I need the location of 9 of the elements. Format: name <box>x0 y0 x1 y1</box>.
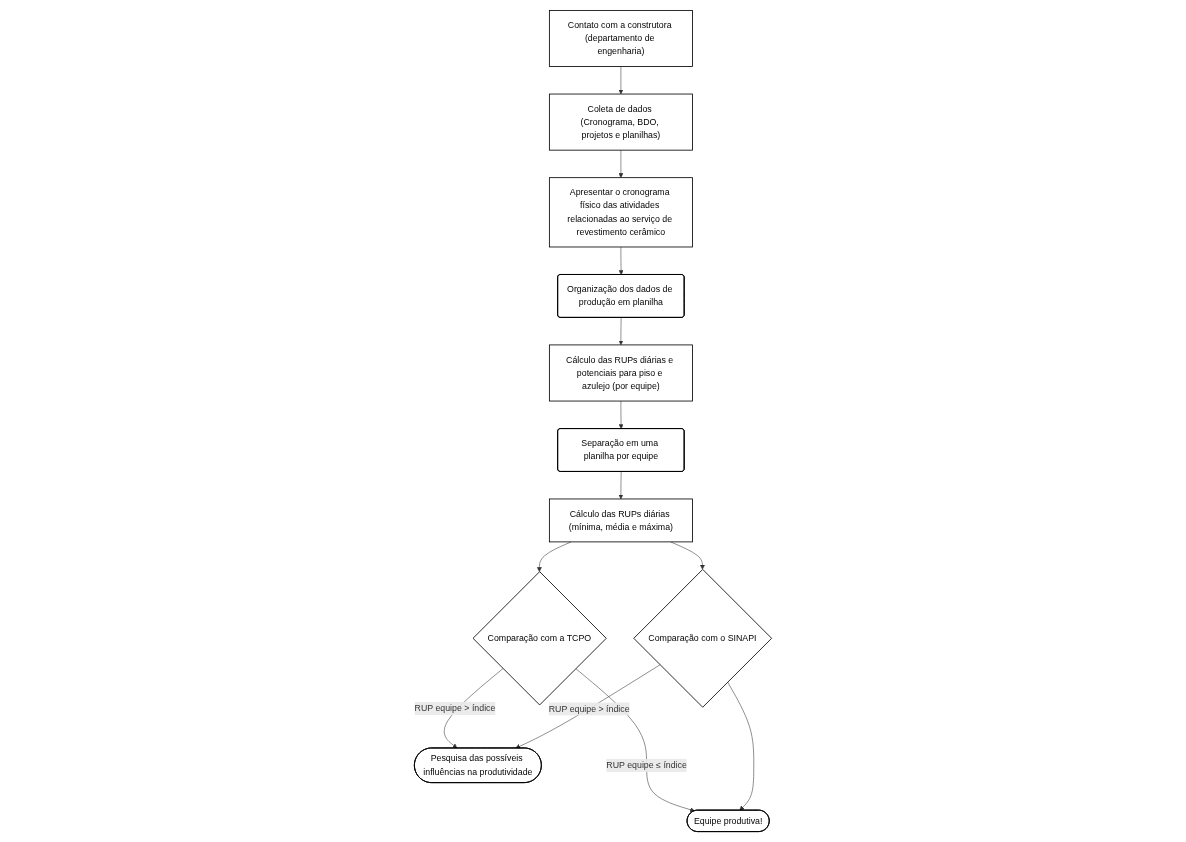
edge-label: RUP equipe ≤ índice <box>606 760 687 770</box>
node-box: Cálculo das RUPs diárias e potenciais para piso e azulejo (por equipe) <box>548 344 693 402</box>
node-box: Apresentar o cronograma físico das atividades relacionadas ao serviço de revestimento cerâmico <box>548 177 693 248</box>
node-box: Contato com a construtora (departamento de engenharia) <box>548 10 693 67</box>
node-box: Cálculo das RUPs diárias (mínima, média e máxima) <box>548 498 693 543</box>
edge-label: RUP equipe > índice <box>414 703 496 713</box>
node-diamond: Comparação com o SINAPI <box>633 569 773 708</box>
edge-label: RUP equipe > índice <box>548 704 630 714</box>
node-box: Coleta de dados (Cronograma, BDO, projetos e planilhas) <box>548 93 693 151</box>
